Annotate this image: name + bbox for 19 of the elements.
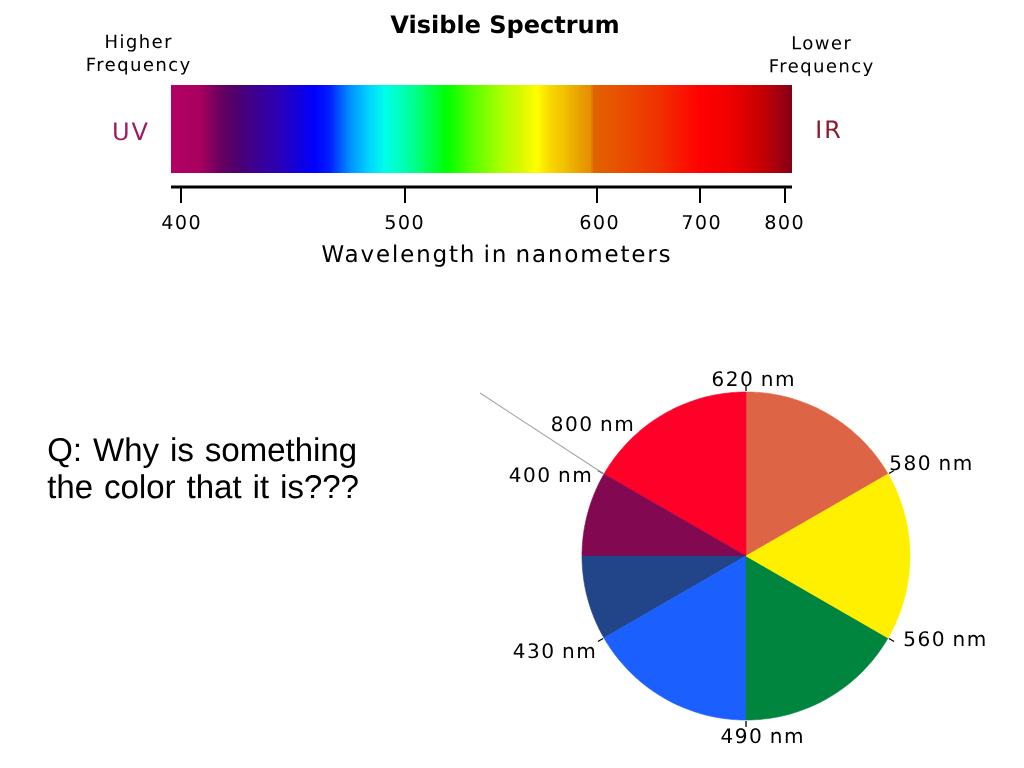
axis-title: Wavelength in nanometers — [322, 244, 670, 267]
wavelength-label: 490 nm — [721, 728, 802, 744]
wavelength-label: 400 nm — [509, 467, 591, 483]
region-label: IR — [817, 120, 841, 138]
title: Visible Spectrum — [390, 14, 618, 38]
tick-label: 400 — [162, 214, 200, 230]
wavelength-label: 800 nm — [552, 416, 633, 432]
wavelength-label: 620 nm — [712, 371, 793, 387]
region-label: UV — [114, 122, 148, 141]
frequency-label: Higher Frequency — [87, 34, 190, 75]
tick-label: 800 — [765, 214, 803, 230]
wavelength-label: 580 nm — [890, 455, 971, 471]
question-text: Q: Why is something the color that it is??? — [47, 437, 358, 499]
tick-label: 700 — [682, 214, 720, 230]
wavelength-label: 430 nm — [513, 643, 595, 659]
frequency-label: Lower Frequency — [770, 36, 873, 77]
tick-label: 500 — [385, 214, 423, 230]
wavelength-label: 560 nm — [904, 631, 985, 647]
tick-label: 600 — [580, 214, 618, 230]
